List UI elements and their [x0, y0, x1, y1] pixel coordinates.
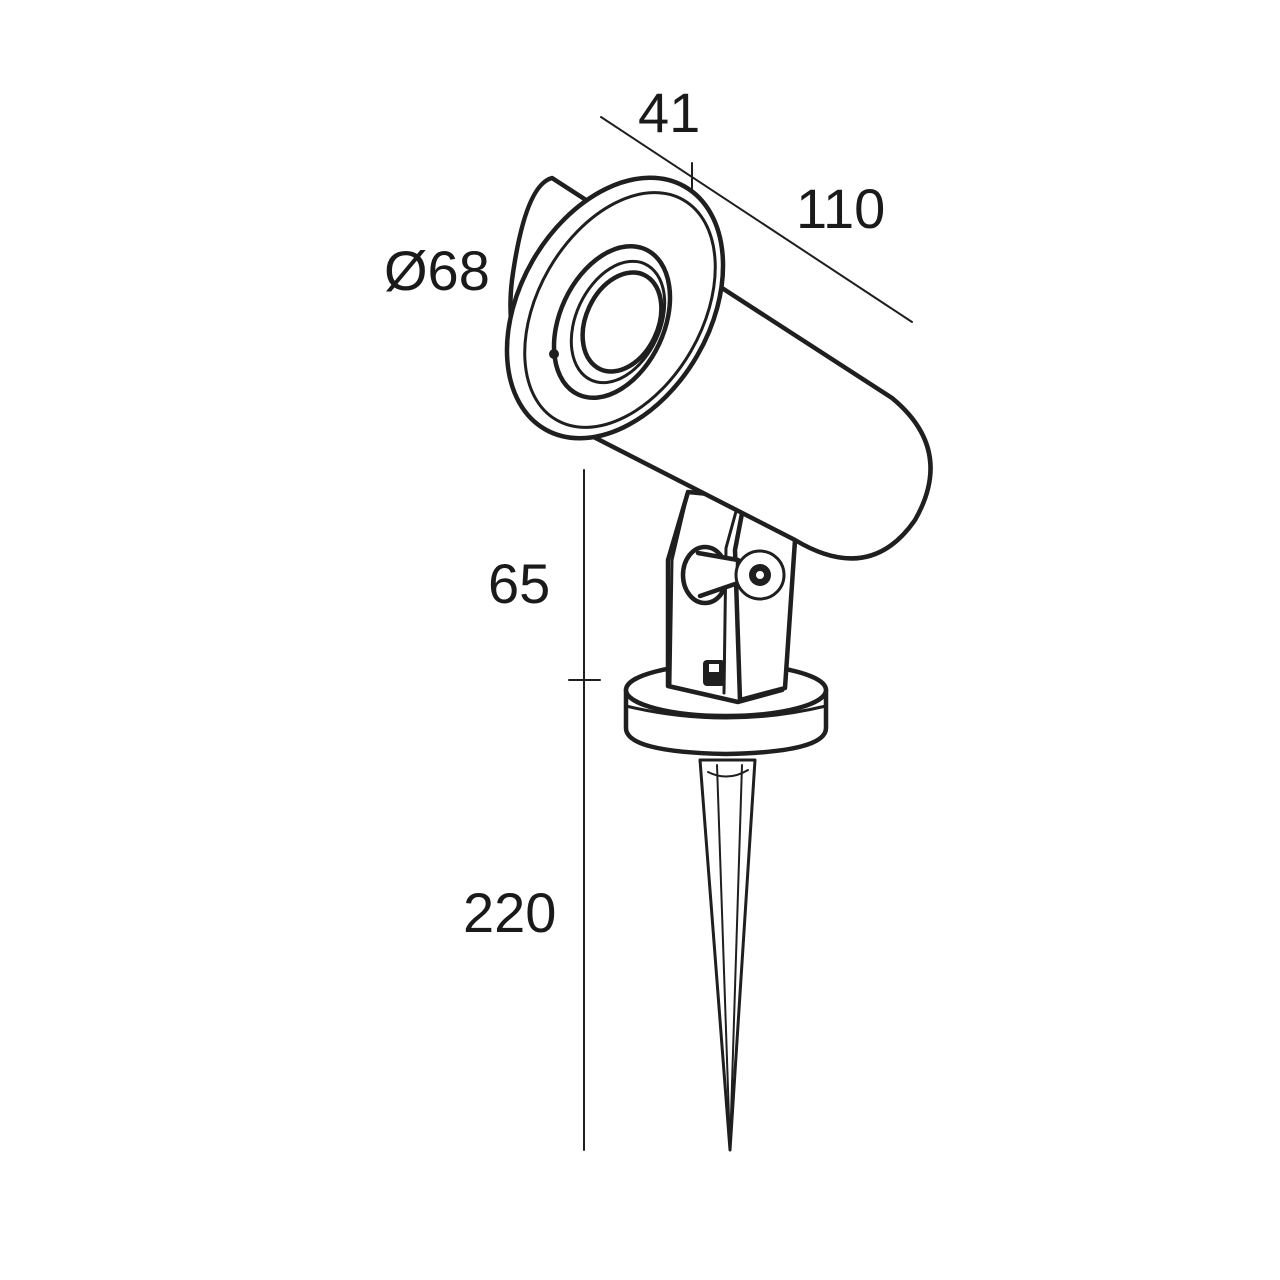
head-depth-label: 41 [638, 81, 700, 144]
spot-head [504, 175, 933, 561]
head-length-dimension-line [600, 116, 913, 323]
ground-spike [698, 758, 757, 1152]
mounting-bracket [665, 489, 798, 705]
spike-length-label: 220 [463, 881, 556, 944]
head-diameter-label: Ø68 [384, 239, 490, 302]
lock-screw-icon [549, 349, 559, 359]
head-length-label: 110 [796, 177, 885, 240]
bracket-height-label: 65 [488, 552, 550, 615]
dimension-lines [568, 116, 913, 1151]
